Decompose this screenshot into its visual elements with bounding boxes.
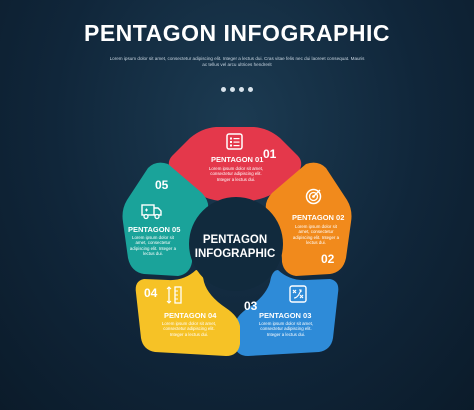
strategy-icon <box>289 285 307 303</box>
truck-icon <box>141 203 163 220</box>
page-title: PENTAGON INFOGRAPHIC <box>83 20 391 46</box>
segment-03-shape <box>234 270 339 356</box>
segment-03-text: Lorem ipsum dolor sit amet, consectetur … <box>258 321 314 337</box>
center-label-line2: INFOGRAPHIC <box>194 248 276 260</box>
segment-05-text: Lorem ipsum dolor sit amet, consectetur … <box>129 235 177 257</box>
dot <box>239 87 244 92</box>
segment-03-number: 03 <box>244 299 258 313</box>
dot <box>230 87 235 92</box>
segment-02-text: Lorem ipsum dolor sit amet, consectetur … <box>292 224 340 246</box>
segment-02-number: 02 <box>321 252 335 266</box>
segment-04-label: PENTAGON 04 <box>164 311 217 320</box>
segment-04-text: Lorem ipsum dolor sit amet, consectetur … <box>161 321 217 337</box>
dot <box>221 87 226 92</box>
segment-01-text: Lorem ipsum dolor sit amet, consectetur … <box>208 166 264 182</box>
segment-05-shape <box>122 162 209 276</box>
segment-01-shape <box>168 127 302 202</box>
center-label-line1: PENTAGON <box>202 234 268 246</box>
list-icon <box>226 133 243 150</box>
center-label: PENTAGON INFOGRAPHIC <box>187 233 283 261</box>
segment-02-shape <box>265 162 352 276</box>
segment-04-number: 04 <box>144 286 158 300</box>
segment-01-number: 01 <box>263 147 277 161</box>
segment-04-shape <box>135 270 240 356</box>
segment-01-label: PENTAGON 01 <box>211 155 264 164</box>
segment-03-label: PENTAGON 03 <box>259 311 312 320</box>
page-subtitle: Lorem ipsum dolor sit amet, consectetur … <box>109 56 365 67</box>
center-circle <box>189 197 283 291</box>
segment-02-label: PENTAGON 02 <box>292 213 345 222</box>
ruler-icon <box>166 285 184 305</box>
segment-05-label: PENTAGON 05 <box>128 225 181 234</box>
dot <box>248 87 253 92</box>
pagination-dots <box>221 87 253 93</box>
target-icon <box>305 188 322 205</box>
segment-05-number: 05 <box>155 178 169 192</box>
